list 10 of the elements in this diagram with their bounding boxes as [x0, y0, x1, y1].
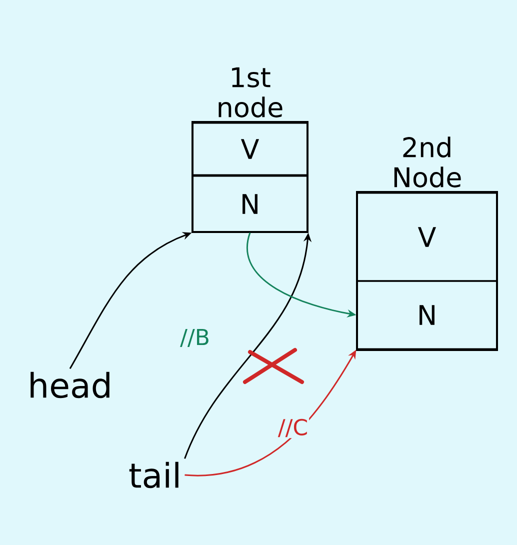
pointer-label: tail — [129, 462, 178, 488]
field-cell: N — [192, 175, 308, 233]
field-cell: V — [356, 192, 498, 282]
edge-label: //C — [276, 418, 310, 438]
edge-label: //B — [179, 328, 211, 348]
node-label: 2nd Node — [394, 136, 461, 188]
field-cell: N — [356, 280, 498, 350]
node-label: 1st node — [218, 67, 282, 118]
field-cell: V — [192, 122, 308, 176]
pointer-label: head — [30, 372, 110, 398]
